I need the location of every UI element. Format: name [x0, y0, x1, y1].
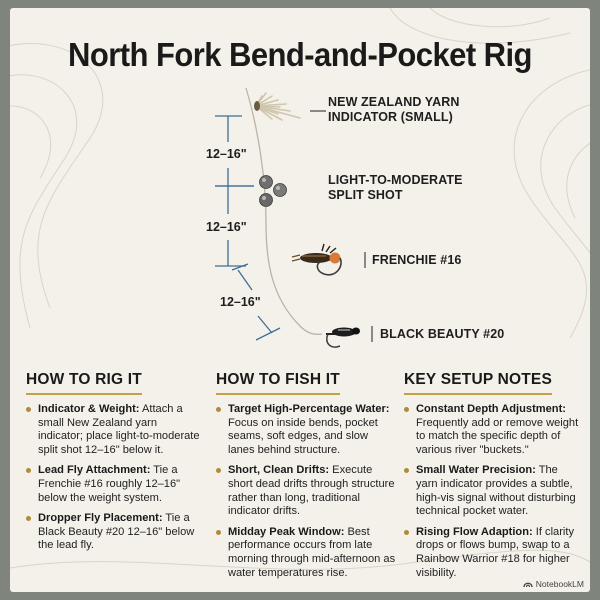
split-shot-icon — [259, 175, 287, 207]
bullet-list: Indicator & Weight: Attach a small New Z… — [26, 403, 204, 553]
section-how-to-fish: HOW TO FISH IT Target High-Percentage Wa… — [216, 371, 396, 587]
list-item: Small Water Precision: The yarn indicato… — [404, 464, 580, 518]
measurement-label-3: 12–16" — [220, 295, 261, 309]
list-item: Rising Flow Adaption: If clarity drops o… — [404, 526, 580, 580]
infographic-card: North Fork Bend-and-Pocket Rig — [10, 8, 590, 592]
notebooklm-icon — [523, 582, 533, 588]
bullet-list: Constant Depth Adjustment: Frequently ad… — [404, 403, 580, 580]
frenchie-label: FRENCHIE #16 — [372, 253, 462, 267]
measurement-label-2: 12–16" — [206, 220, 247, 234]
list-item: Target High-Percentage Water: Focus on i… — [216, 403, 396, 457]
section-heading: HOW TO RIG IT — [26, 371, 142, 395]
list-item: Midday Peak Window: Best performance occ… — [216, 526, 396, 580]
section-how-to-rig: HOW TO RIG IT Indicator & Weight: Attach… — [26, 371, 204, 560]
brand-name: NotebookLM — [535, 579, 584, 589]
yarn-indicator-icon — [255, 92, 301, 121]
split-shot-label: LIGHT-TO-MODERATE SPLIT SHOT — [328, 173, 463, 202]
tippet-line — [245, 87, 323, 335]
measurement-brackets — [215, 115, 281, 341]
rig-diagram — [215, 87, 373, 348]
indicator-label: NEW ZEALAND YARN INDICATOR (SMALL) — [328, 95, 460, 124]
list-item: Short, Clean Drifts: Execute short dead … — [216, 464, 396, 518]
list-item: Lead Fly Attachment: Tie a Frenchie #16 … — [26, 464, 204, 505]
list-item: Indicator & Weight: Attach a small New Z… — [26, 403, 204, 457]
footer-brand: NotebookLM — [523, 579, 584, 589]
page-title: North Fork Bend-and-Pocket Rig — [68, 36, 532, 73]
section-heading: KEY SETUP NOTES — [404, 371, 552, 395]
black-beauty-label: BLACK BEAUTY #20 — [380, 327, 505, 341]
measurement-label-1: 12–16" — [206, 147, 247, 161]
section-heading: HOW TO FISH IT — [216, 371, 340, 395]
list-item: Dropper Fly Placement: Tie a Black Beaut… — [26, 512, 204, 553]
frenchie-fly-icon — [291, 243, 342, 276]
section-key-setup-notes: KEY SETUP NOTES Constant Depth Adjustmen… — [404, 371, 580, 587]
list-item: Constant Depth Adjustment: Frequently ad… — [404, 403, 580, 457]
bullet-list: Target High-Percentage Water: Focus on i… — [216, 403, 396, 580]
topographic-background — [10, 8, 590, 570]
black-beauty-fly-icon — [326, 327, 360, 348]
